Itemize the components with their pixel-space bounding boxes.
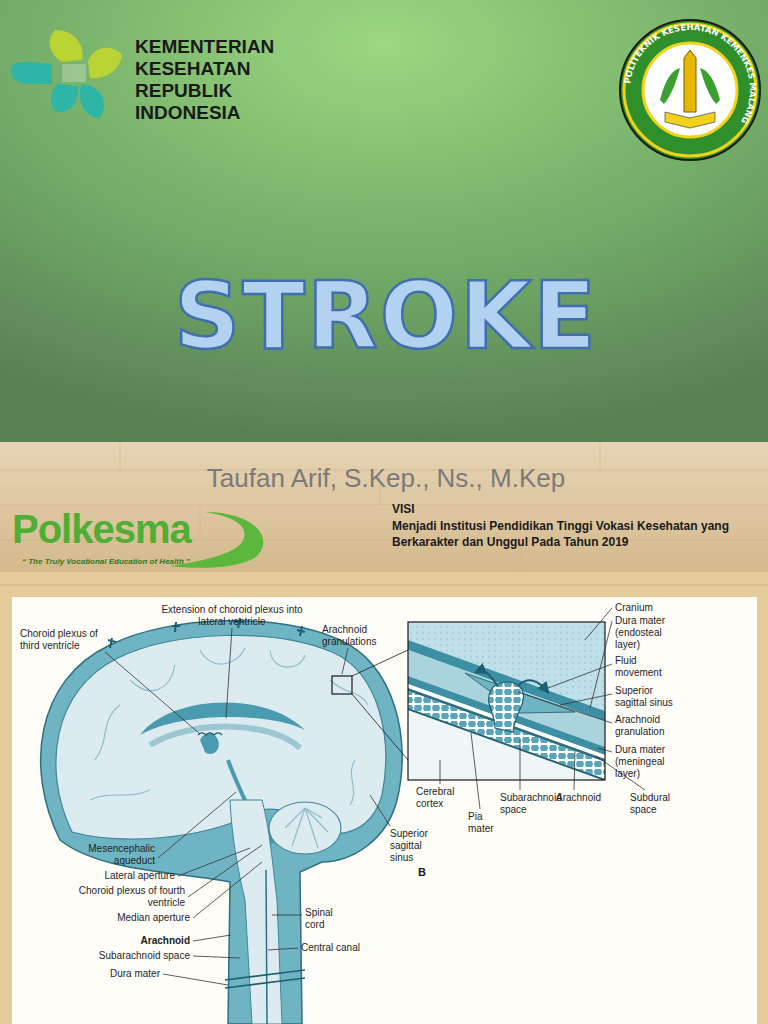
- ministry-logo: [11, 30, 122, 118]
- leader-line: [548, 664, 612, 688]
- slide-background: [0, 572, 768, 1024]
- part-label: Extension of choroid plexus into lateral…: [152, 604, 312, 628]
- part-label: Cerebral cortex: [416, 786, 466, 810]
- ministry-name: KEMENTERIAN KESEHATAN REPUBLIK INDONESIA: [135, 36, 300, 124]
- leader-line: [440, 760, 441, 784]
- leader-line: [226, 628, 232, 718]
- leader-line: [560, 694, 612, 705]
- brain-illustration: [200, 733, 219, 754]
- institution-emblem: [684, 50, 696, 112]
- part-label: Dura mater (meningeal layer): [615, 744, 677, 780]
- part-label: Superior sagittal sinus: [390, 828, 445, 864]
- leader-line: [585, 608, 612, 640]
- leader-line: [370, 795, 390, 826]
- part-label: Mesencephalic aqueduct: [60, 843, 155, 867]
- part-label: Dura mater (endosteal layer): [615, 615, 677, 651]
- leader-line: [518, 692, 612, 723]
- part-label: Arachnoid granulations: [322, 624, 402, 648]
- slide-background: [0, 585, 768, 586]
- brain-illustration: [198, 733, 222, 735]
- part-label: Choroid plexus of fourth ventricle: [60, 885, 185, 909]
- ministry-logo: [88, 48, 122, 78]
- institution-emblem: [660, 68, 680, 104]
- ministry-logo: [80, 84, 104, 118]
- part-label: Arachnoid: [556, 792, 616, 804]
- ministry-logo: [62, 64, 86, 82]
- emblem-text: POLITEKNIK KESEHATAN KEMENKES MALANG: [622, 22, 758, 126]
- part-label: Pia mater: [468, 811, 498, 835]
- institution-emblem: [700, 68, 720, 104]
- slide-background: [0, 442, 768, 572]
- leader-line: [193, 956, 240, 958]
- part-label: Dura mater: [60, 968, 160, 980]
- part-label: Subarachnoid space: [500, 792, 562, 816]
- brain-illustration: [41, 621, 403, 1024]
- part-label: Subarachnoid space: [60, 950, 190, 962]
- part-label: Arachnoid: [60, 935, 190, 947]
- brain-illustration: [352, 650, 408, 760]
- leader-line: [268, 948, 298, 950]
- ministry-logo: [11, 62, 52, 84]
- brain-illustration: [269, 802, 341, 854]
- leader-line: [471, 733, 480, 809]
- slide-title: STROKE: [2, 262, 768, 372]
- meninges-inset: [489, 682, 524, 732]
- brain-illustration: [225, 970, 305, 988]
- brain-illustration: [41, 618, 408, 1024]
- part-label: Cranium: [615, 602, 735, 614]
- brain-illustration: [56, 635, 386, 839]
- leader-line: [272, 915, 302, 916]
- author-name: Taufan Arif, S.Kep., Ns., M.Kep: [2, 462, 768, 494]
- ministry-logo: [51, 84, 78, 112]
- leader-line: [163, 974, 228, 985]
- inset-frame: [408, 622, 605, 780]
- vision-text: Menjadi Institusi Pendidikan Tinggi Voka…: [392, 518, 754, 550]
- meninges-inset: [408, 622, 605, 780]
- part-label: Lateral aperture: [60, 870, 175, 882]
- emblem-text: POLITEKNIK KESEHATAN KEMENKES MALANG: [622, 22, 758, 126]
- panel-letter: B: [418, 866, 438, 879]
- part-label: Subdural space: [630, 792, 685, 816]
- brain-illustration: [285, 808, 328, 848]
- slide-background: [12, 597, 757, 1024]
- leader-line: [105, 652, 200, 734]
- leader-line: [574, 751, 575, 790]
- leader-line: [342, 648, 348, 674]
- part-label: Central canal: [301, 942, 391, 954]
- brand-tagline: “ The Truly Vocational Education of Heal…: [22, 557, 190, 566]
- institution-emblem: [665, 112, 715, 128]
- slide-background: [120, 442, 600, 572]
- brain-illustration: [266, 870, 267, 1024]
- meninges-inset: [408, 622, 605, 780]
- slide-background: [0, 572, 768, 1024]
- institution-emblem: [643, 43, 737, 137]
- meninges-inset: [518, 680, 548, 692]
- meninges-inset: [476, 671, 498, 686]
- part-label: Choroid plexus of third ventricle: [20, 628, 110, 652]
- leader-line: [158, 792, 236, 858]
- institution-emblem: [620, 20, 760, 160]
- slide-background: [0, 0, 768, 442]
- leader-line: [193, 935, 231, 941]
- ministry-logo: [50, 30, 83, 62]
- part-label: Fluid movement: [615, 655, 663, 679]
- leader-line: [105, 608, 645, 985]
- leader-line: [193, 862, 262, 918]
- vision-heading: VISI: [392, 502, 492, 516]
- leader-line: [178, 848, 250, 876]
- leader-line: [598, 748, 612, 752]
- part-label: Arachnoid granulation: [615, 714, 687, 738]
- leader-line: [520, 740, 521, 790]
- institution-emblem: [620, 20, 760, 160]
- brain-illustration: [332, 676, 352, 694]
- brain-illustration: [150, 727, 300, 748]
- part-label: Superior sagittal sinus: [615, 685, 687, 709]
- part-label: Median aperture: [60, 912, 190, 924]
- brand-name: Polkesma: [12, 506, 191, 552]
- part-label: Spinal cord: [305, 907, 355, 931]
- brain-illustration: [140, 702, 305, 735]
